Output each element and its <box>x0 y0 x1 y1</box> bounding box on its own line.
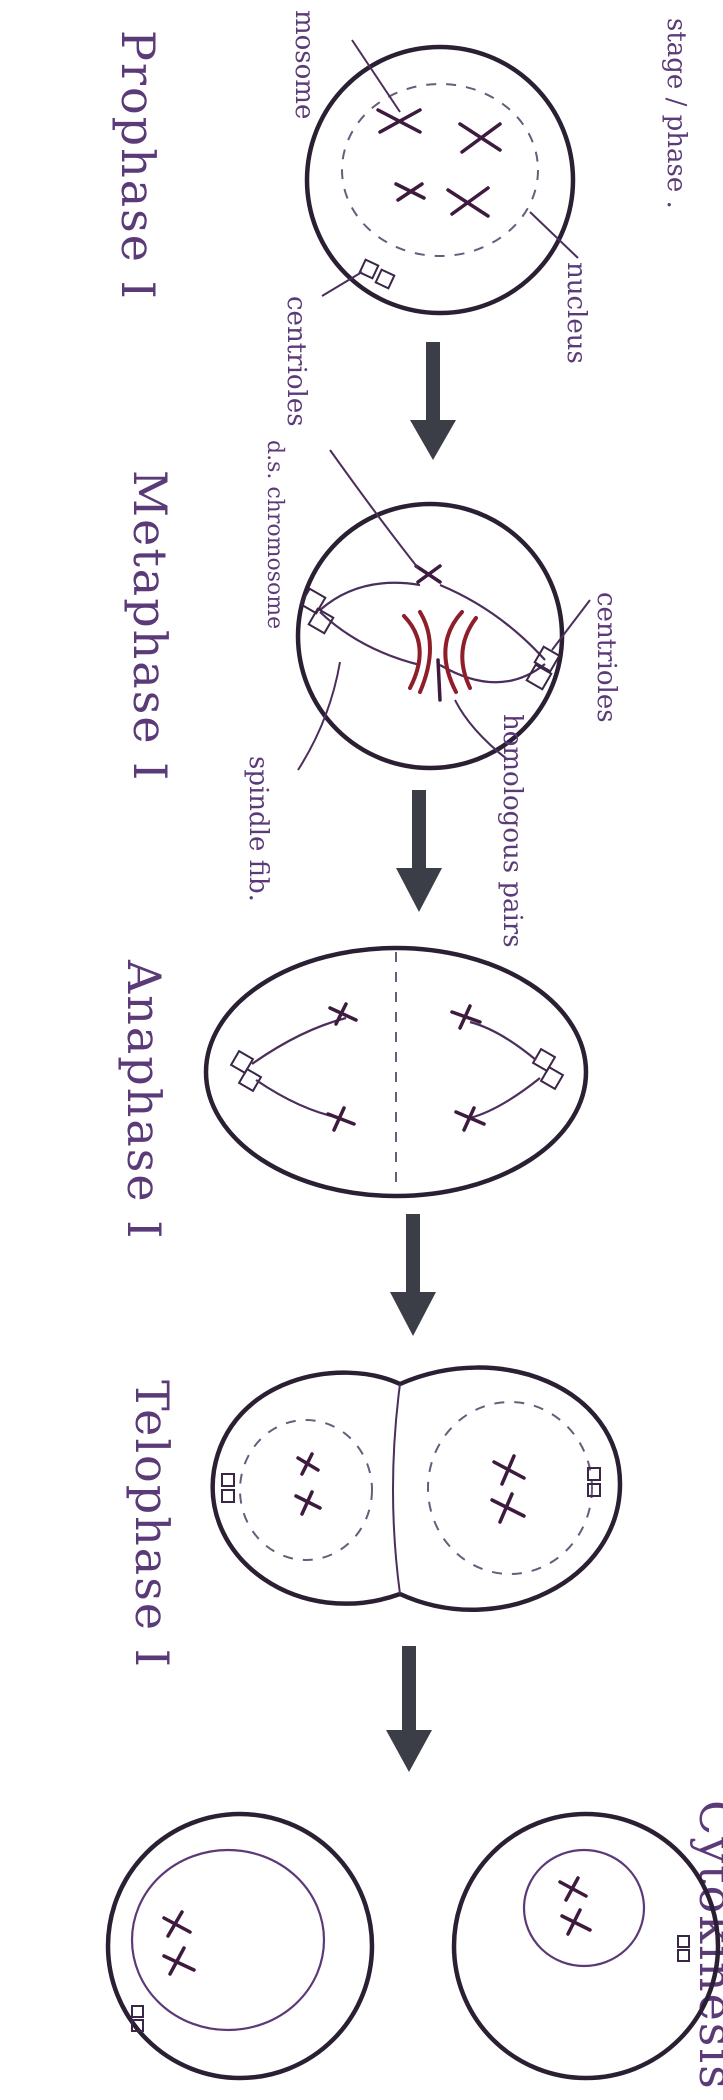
telophase-centriole-right-icon <box>588 1468 600 1496</box>
prophase-centriole-icon <box>360 260 395 289</box>
metaphase-cell <box>298 450 590 770</box>
telophase-centriole-left-icon <box>222 1474 234 1502</box>
stage-title-metaphase: Metaphase I <box>123 470 177 782</box>
prophase-nucleus <box>342 84 538 256</box>
header-fragment-left: mosome <box>289 10 319 119</box>
metaphase-centriole-left-icon <box>301 589 334 634</box>
prophase-cell <box>307 40 578 313</box>
anaphase-chromatids <box>252 1004 540 1130</box>
telophase-cell <box>213 1368 620 1610</box>
stage-title-prophase: Prophase I <box>111 30 165 301</box>
metaphase-spindle-fibers <box>320 583 545 682</box>
arrow-down-icon <box>396 790 442 912</box>
arrow-down-icon <box>410 342 456 460</box>
label-centrioles-1: centrioles <box>281 296 311 427</box>
header-fragment-right: stage / phase . <box>661 18 691 209</box>
anaphase-cell <box>206 948 586 1196</box>
prophase-chromosomes <box>378 110 500 216</box>
label-spindle-fibers: spindle fib. <box>243 756 273 902</box>
anaphase-centriole-right-icon <box>533 1049 563 1089</box>
label-centrioles-2: centrioles <box>591 592 621 723</box>
label-ds-chromosome: d.s. chromosome <box>262 440 287 629</box>
daughter-cell-right <box>454 1814 718 2078</box>
arrow-down-icon <box>390 1214 436 1336</box>
anaphase-centriole-left-icon <box>231 1051 261 1091</box>
stage-title-anaphase: Anaphase I <box>117 959 171 1240</box>
label-nucleus: nucleus <box>561 262 591 364</box>
telophase-nucleus-right <box>428 1402 592 1574</box>
stage-title-telophase: Telophase I <box>125 1380 179 1669</box>
pointer-ds-chromosome <box>330 450 418 568</box>
telophase-nucleus-left <box>240 1420 372 1560</box>
daughter-cell-left <box>108 1814 372 2078</box>
label-homologous-pairs: homologous pairs <box>497 714 527 948</box>
arrow-down-icon <box>386 1646 432 1772</box>
daughter-right-centriole-icon <box>678 1936 689 1961</box>
